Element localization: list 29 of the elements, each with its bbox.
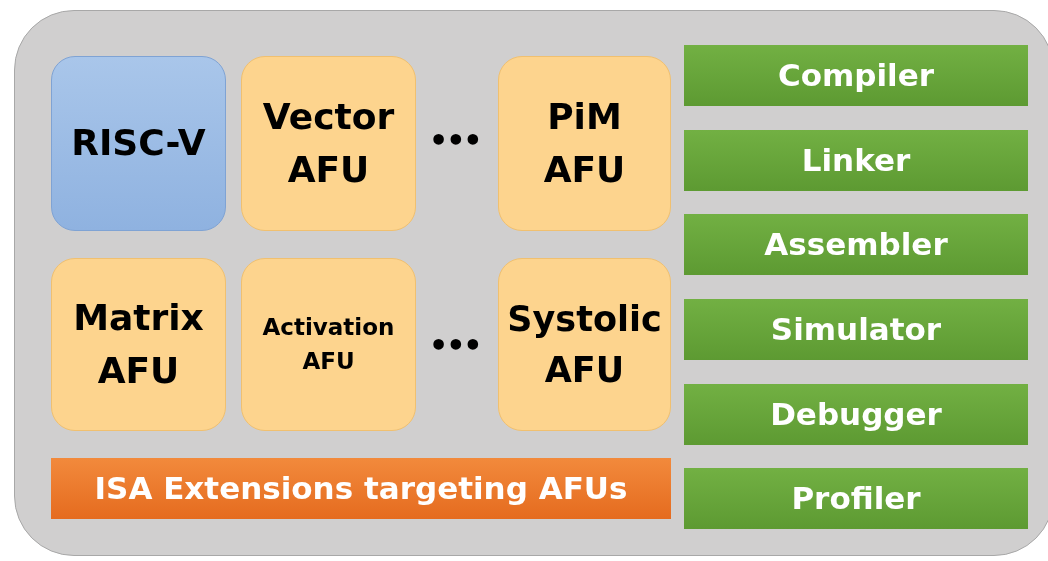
accelerator-box	[241, 56, 416, 231]
node-label: Simulator	[769, 310, 943, 350]
node-label: PiM AFU	[542, 95, 627, 192]
node-label: Activation AFU	[261, 313, 396, 376]
tool-bar	[684, 45, 1028, 106]
node-label: Assembler	[763, 225, 949, 265]
ellipsis-dots: •••	[429, 122, 481, 160]
accelerator-box	[51, 258, 226, 431]
tool-bar	[684, 299, 1028, 360]
accelerator-box	[241, 258, 416, 431]
node-label: Vector AFU	[261, 95, 396, 192]
accelerator-box	[498, 258, 671, 431]
isa-extension-bar	[51, 458, 671, 519]
tool-bar	[684, 214, 1028, 275]
tool-bar	[684, 384, 1028, 445]
node-label: Debugger	[769, 395, 943, 435]
node-label: Compiler	[776, 56, 936, 96]
node-label: ISA Extensions targeting AFUs	[93, 469, 629, 509]
node-label: Systolic AFU	[506, 297, 663, 392]
platform-panel	[14, 10, 1048, 556]
node-label: Linker	[800, 141, 912, 181]
node-label: Profiler	[790, 479, 922, 519]
tool-bar	[684, 468, 1028, 529]
accelerator-box	[498, 56, 671, 231]
node-label: Matrix AFU	[72, 296, 205, 393]
tool-bar	[684, 130, 1028, 191]
node-label: RISC-V	[70, 121, 207, 166]
core-box	[51, 56, 226, 231]
ellipsis-dots: •••	[429, 327, 481, 365]
